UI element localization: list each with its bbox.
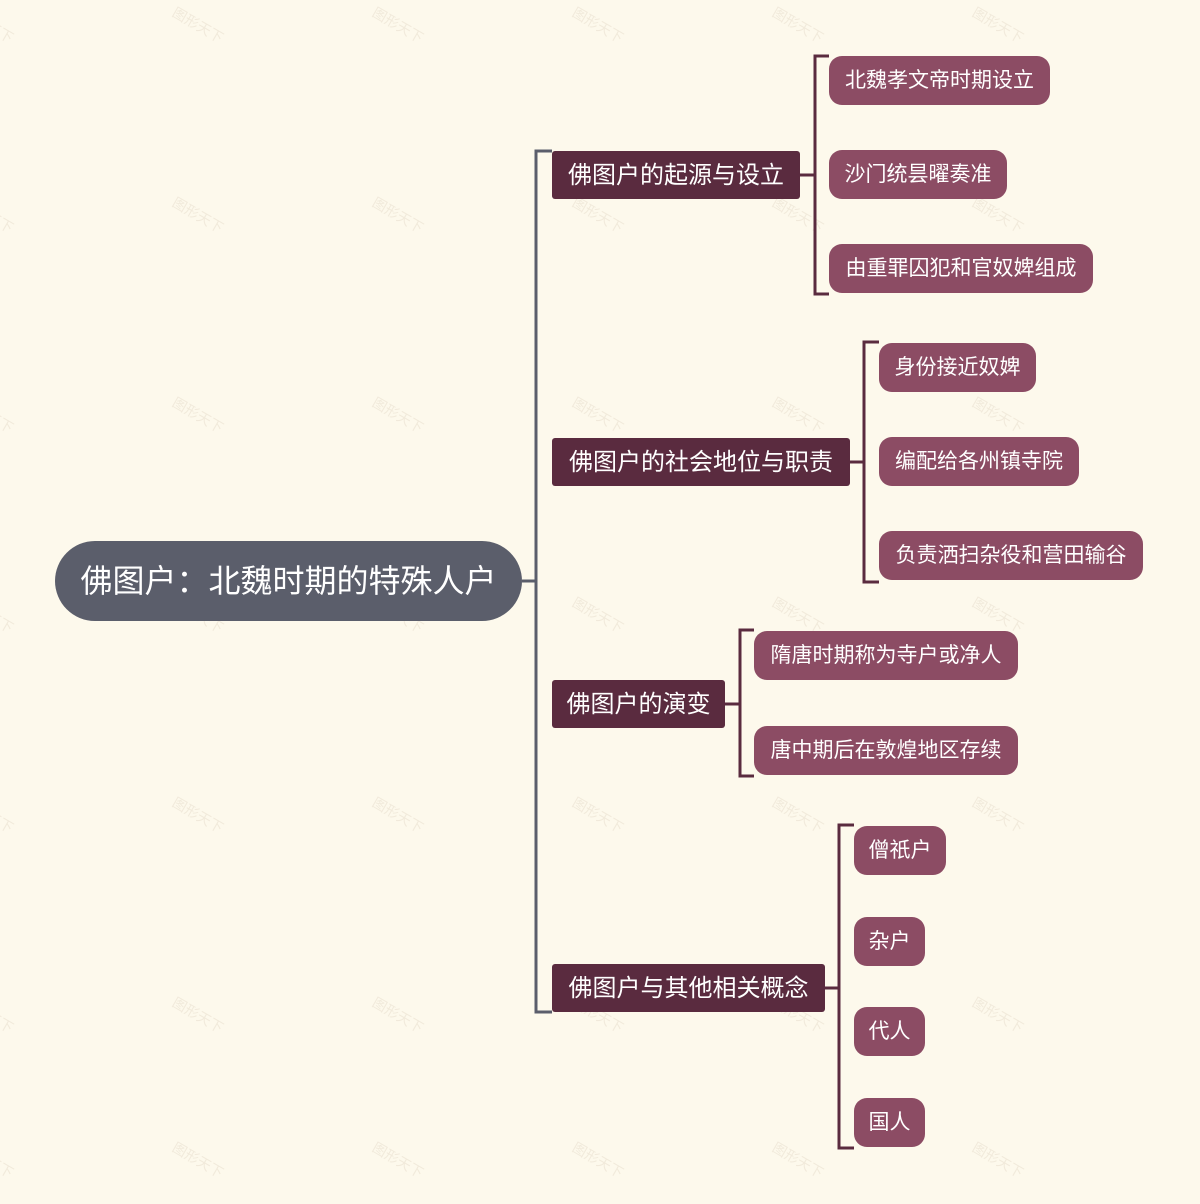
branch-evolution: 佛图户的演变 bbox=[552, 680, 725, 728]
subtopic-guo-ren: 国人 bbox=[854, 1098, 925, 1147]
branch-social-status-duties: 佛图户的社会地位与职责 bbox=[552, 438, 850, 486]
branch-origin-establishment: 佛图户的起源与设立 bbox=[552, 151, 800, 199]
branch-2-bracket bbox=[862, 340, 879, 584]
subtopic-dai-ren: 代人 bbox=[854, 1007, 925, 1056]
branch-related-concepts: 佛图户与其他相关概念 bbox=[552, 964, 825, 1012]
branch-4-bracket bbox=[837, 823, 854, 1150]
subtopic-xiaowen-era: 北魏孝文帝时期设立 bbox=[829, 56, 1050, 105]
root-topic: 佛图户：北魏时期的特殊人户 bbox=[55, 541, 522, 621]
subtopic-chores-and-farming: 负责洒扫杂役和营田输谷 bbox=[879, 531, 1143, 580]
main-bracket bbox=[534, 149, 552, 1014]
subtopic-dunhuang-continuation: 唐中期后在敦煌地区存续 bbox=[754, 726, 1018, 775]
branch-1-bracket bbox=[813, 54, 829, 296]
subtopic-tanyao-approval: 沙门统昙曜奏准 bbox=[829, 150, 1007, 199]
subtopic-assigned-to-temples: 编配给各州镇寺院 bbox=[879, 437, 1079, 486]
subtopic-sengqi-hu: 僧祇户 bbox=[854, 826, 946, 875]
subtopic-convicts-and-slaves: 由重罪囚犯和官奴婢组成 bbox=[829, 244, 1093, 293]
subtopic-sui-tang-names: 隋唐时期称为寺户或净人 bbox=[754, 631, 1018, 680]
branch-3-bracket bbox=[738, 628, 754, 778]
subtopic-near-slave-status: 身份接近奴婢 bbox=[879, 343, 1036, 392]
subtopic-za-hu: 杂户 bbox=[854, 917, 925, 966]
